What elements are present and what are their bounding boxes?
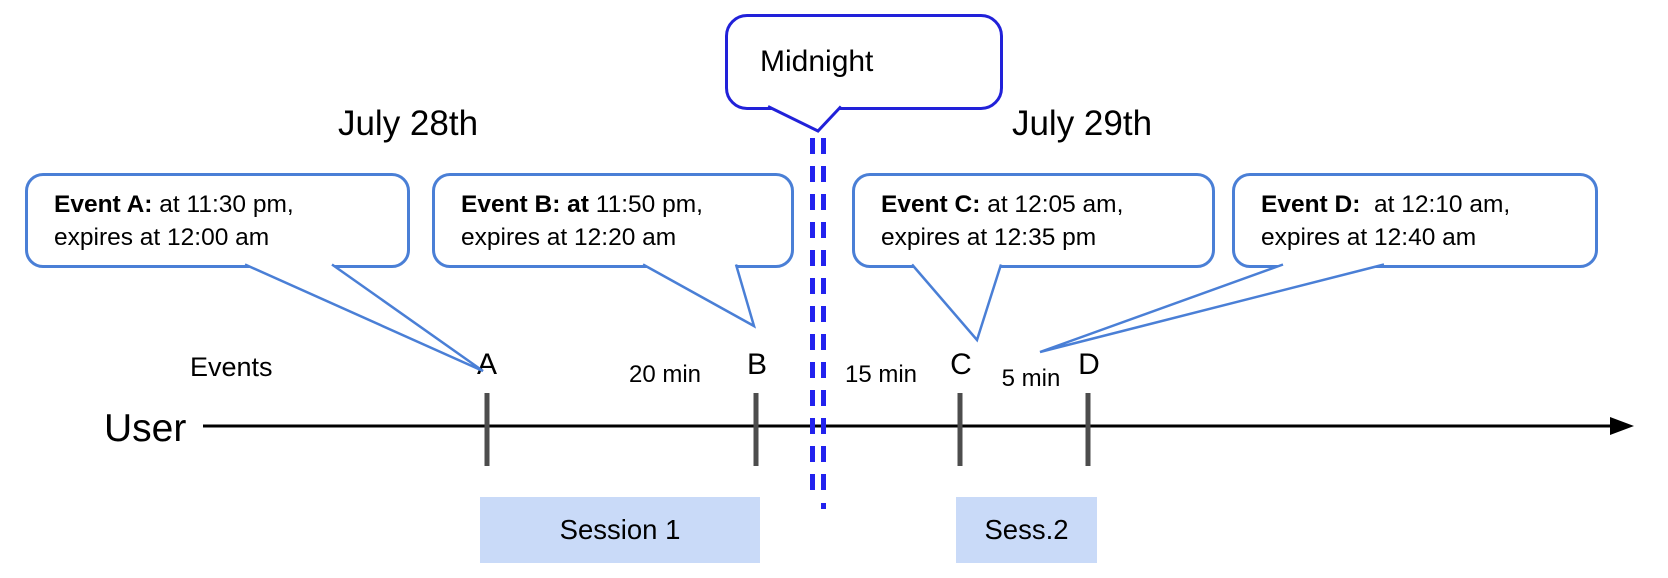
- event-b-time: 11:50 pm,: [588, 191, 703, 218]
- timeline-arrowhead-icon: [1610, 417, 1634, 435]
- interval-label-5min: 5 min: [1001, 365, 1061, 392]
- tick-label-c: C: [950, 348, 972, 381]
- events-axis-label: Events: [190, 352, 273, 382]
- event-c-expiry: expires at 12:35 pm: [881, 224, 1097, 251]
- midnight-label: Midnight: [760, 45, 874, 78]
- date-heading-july-28: July 28th: [337, 104, 479, 143]
- event-b-callout-tail: [642, 263, 757, 329]
- session-1-box: Session 1: [480, 497, 760, 563]
- event-a-time: at 11:30 pm,: [152, 191, 294, 218]
- event-d-callout: Event D: at 12:10 am, expires at 12:40 am: [1232, 173, 1598, 268]
- session-2-label: Sess.2: [984, 514, 1069, 545]
- user-axis-label: User: [104, 407, 187, 450]
- event-c-text: Event C: at 12:05 am, expires at 12:35 pm: [855, 176, 1212, 254]
- event-c-time: at 12:05 am,: [980, 191, 1124, 218]
- event-c-callout-tail: [911, 263, 1003, 343]
- event-b-callout: Event B: at 11:50 pm, expires at 12:20 am: [432, 173, 794, 268]
- event-b-expiry: expires at 12:20 am: [461, 224, 677, 251]
- event-a-text: Event A: at 11:30 pm, expires at 12:00 am: [28, 176, 407, 254]
- date-heading-july-29: July 29th: [1011, 104, 1153, 143]
- event-a-expiry: expires at 12:00 am: [54, 224, 270, 251]
- tick-label-a: A: [476, 348, 498, 381]
- midnight-callout-tail: [767, 105, 843, 133]
- event-d-text: Event D: at 12:10 am, expires at 12:40 am: [1235, 176, 1595, 254]
- event-d-title: Event D:: [1261, 191, 1361, 218]
- session-2-box: Sess.2: [956, 497, 1097, 563]
- event-d-time: at 12:10 am,: [1360, 191, 1511, 218]
- event-a-callout-tail: [244, 263, 484, 373]
- event-d-expiry: expires at 12:40 am: [1261, 224, 1477, 251]
- event-a-title: Event A:: [54, 191, 153, 218]
- tick-label-d: D: [1078, 348, 1100, 381]
- event-a-callout: Event A: at 11:30 pm, expires at 12:00 am: [25, 173, 410, 268]
- event-c-callout: Event C: at 12:05 am, expires at 12:35 pm: [852, 173, 1215, 268]
- event-c-title: Event C:: [881, 191, 981, 218]
- interval-label-15min: 15 min: [844, 361, 918, 388]
- session-1-label: Session 1: [559, 514, 681, 545]
- event-b-title: Event B: at: [461, 191, 589, 218]
- interval-label-20min: 20 min: [628, 361, 702, 388]
- event-b-text: Event B: at 11:50 pm, expires at 12:20 am: [435, 176, 791, 254]
- midnight-callout: Midnight: [725, 14, 1003, 110]
- event-d-callout-tail: [1039, 263, 1385, 354]
- tick-label-b: B: [746, 348, 768, 381]
